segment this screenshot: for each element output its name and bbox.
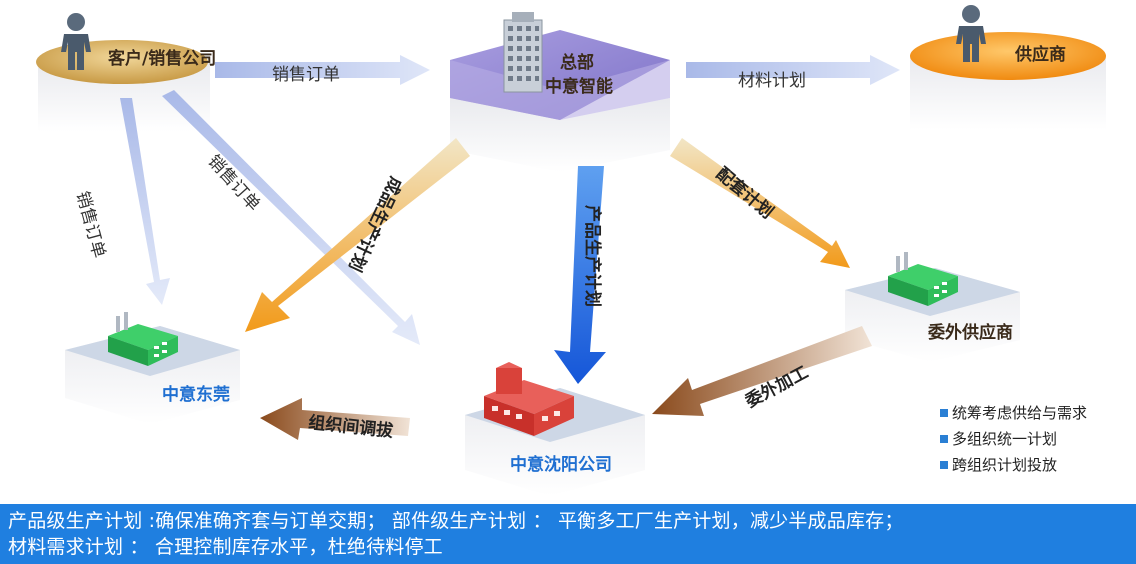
finished-plan-arrow: [245, 138, 470, 332]
person-icon: [61, 13, 91, 70]
supply-chain-diagram: 客户/销售公司 总部 中意智能 供应商 委外供应商 中意东莞 中意沈阳公司 销售…: [36, 5, 1130, 496]
sales-order-top-label: 销售订单: [272, 65, 340, 85]
hq-label-line2: 中意智能: [545, 77, 613, 97]
product-plan-arrow: [554, 166, 606, 384]
sales-order-arrow-diag: [162, 90, 420, 345]
factory-icon: [108, 312, 178, 366]
footer-line-1: 产品级生产计划 :确保准确齐套与订单交期； 部件级生产计划 ： 平衡多工厂生产计…: [8, 510, 904, 532]
inter-org-transfer-arrow: [260, 398, 410, 440]
material-plan-arrow: [686, 55, 900, 85]
footer-banner: 产品级生产计划 :确保准确齐套与订单交期； 部件级生产计划 ： 平衡多工厂生产计…: [0, 504, 1136, 564]
customer-node: [36, 40, 210, 132]
bullet-icon: [940, 460, 948, 469]
legend: 统筹考虑供给与需求 多组织统一计划 跨组织计划投放: [940, 400, 1130, 478]
sales-order-arrow-top: [215, 55, 430, 85]
kit-plan-arrow: [670, 138, 850, 268]
outsourced-processing-arrow: [652, 326, 872, 416]
subcontractor-label: 委外供应商: [928, 323, 1013, 343]
legend-item: 统筹考虑供给与需求: [940, 400, 1130, 426]
dongguan-label: 中意东莞: [162, 385, 230, 405]
person-icon: [956, 5, 986, 62]
shenyang-label: 中意沈阳公司: [510, 455, 612, 475]
bullet-icon: [940, 434, 948, 443]
bullet-icon: [940, 408, 948, 417]
supplier-label: 供应商: [1015, 45, 1066, 65]
legend-item: 跨组织计划投放: [940, 452, 1130, 478]
customer-label: 客户/销售公司: [108, 49, 217, 69]
material-plan-label: 材料计划: [738, 71, 806, 91]
factory-icon: [888, 252, 958, 306]
supplier-node: [910, 32, 1106, 130]
building-icon: [503, 12, 543, 93]
diagram-canvas: [36, 5, 1106, 496]
factory-icon: [484, 362, 574, 436]
footer-line-2: 材料需求计划 ： 合理控制库存水平，杜绝待料停工: [8, 536, 443, 558]
legend-item: 多组织统一计划: [940, 426, 1130, 452]
hq-label-line1: 总部: [560, 53, 594, 73]
sales-order-arrow-down: [120, 98, 170, 305]
product-plan-label: 产品生产计划: [582, 205, 602, 307]
